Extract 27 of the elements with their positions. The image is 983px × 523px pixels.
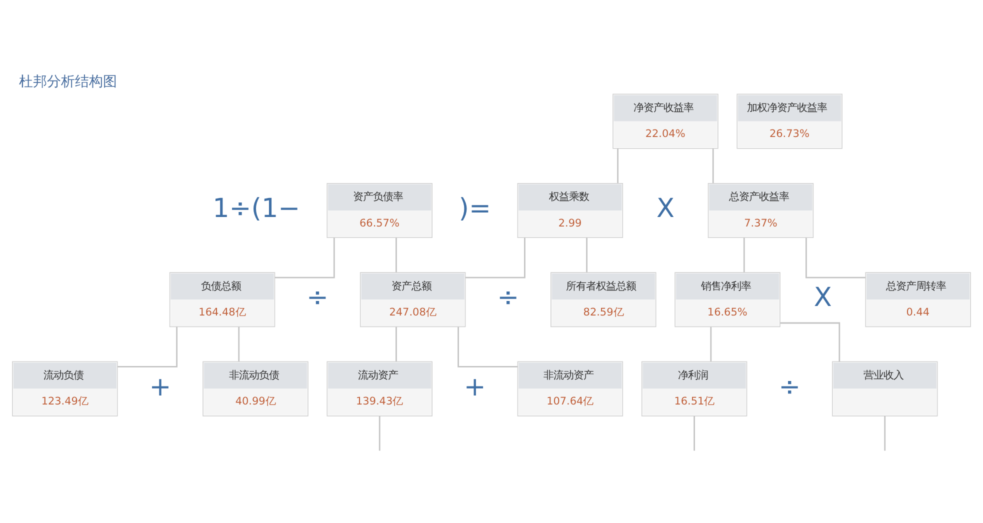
connector xyxy=(806,238,866,278)
label: ÷ xyxy=(497,283,520,314)
connector xyxy=(238,326,240,362)
connector xyxy=(396,238,397,272)
label: + xyxy=(149,372,172,402)
connector xyxy=(118,326,178,368)
connector xyxy=(458,326,518,368)
label: )= xyxy=(458,194,491,224)
connector xyxy=(743,238,745,272)
label: ÷ xyxy=(778,372,801,402)
connector xyxy=(884,416,886,451)
label: 1÷(1− xyxy=(212,194,300,224)
connector xyxy=(586,238,588,272)
connector xyxy=(712,148,714,184)
connector xyxy=(694,416,695,451)
connector xyxy=(617,148,619,184)
connector xyxy=(780,322,840,362)
diagram-title: 杜邦分析结构图 xyxy=(18,74,117,90)
connector xyxy=(378,416,380,451)
label: + xyxy=(464,372,486,402)
connector xyxy=(466,238,526,278)
connector xyxy=(710,326,712,362)
connector xyxy=(274,238,335,278)
label: X xyxy=(814,283,832,314)
label: ÷ xyxy=(306,283,329,314)
connector xyxy=(396,326,397,362)
label: X xyxy=(656,194,674,224)
